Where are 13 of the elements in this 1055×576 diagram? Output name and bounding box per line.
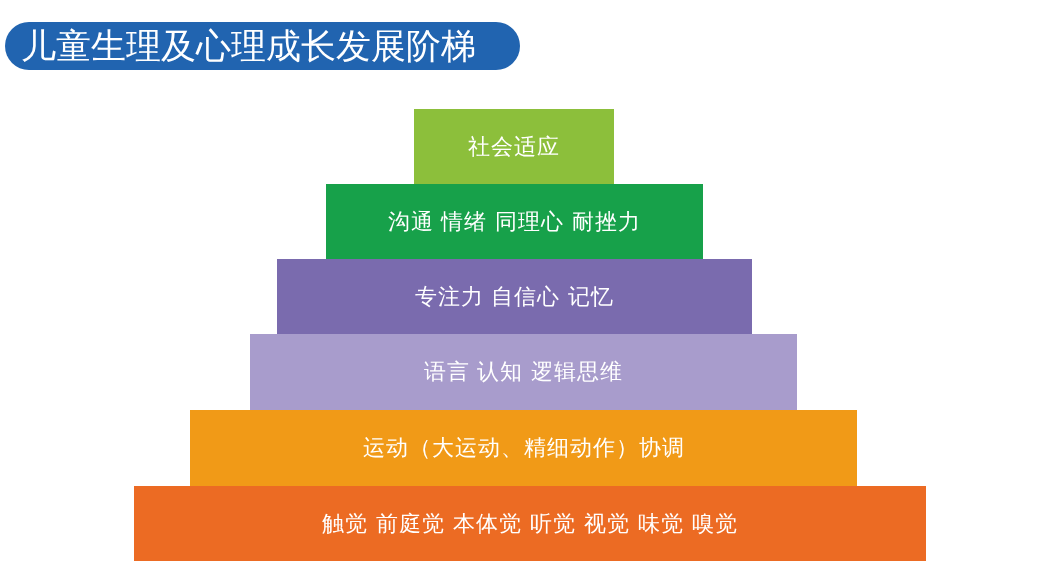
diagram-title: 儿童生理及心理成长发展阶梯 (21, 26, 476, 66)
pyramid-tier (190, 410, 857, 486)
tier-label: 语言 认知 逻辑思维 (423, 358, 624, 386)
pyramid-tier (414, 109, 614, 184)
pyramid-tier (134, 486, 926, 561)
pyramid-tier (250, 334, 797, 410)
pyramid-tier (277, 259, 752, 334)
tier-label: 运动（大运动、精细动作）协调 (362, 434, 685, 462)
tier-label: 沟通 情绪 同理心 耐挫力 (387, 207, 642, 236)
tier-label: 社会适应 (468, 132, 560, 161)
tier-label: 触觉 前庭觉 本体觉 听觉 视觉 味觉 嗅觉 (322, 509, 738, 538)
pyramid-tier (326, 184, 703, 259)
tier-label: 专注力 自信心 记忆 (414, 282, 615, 311)
